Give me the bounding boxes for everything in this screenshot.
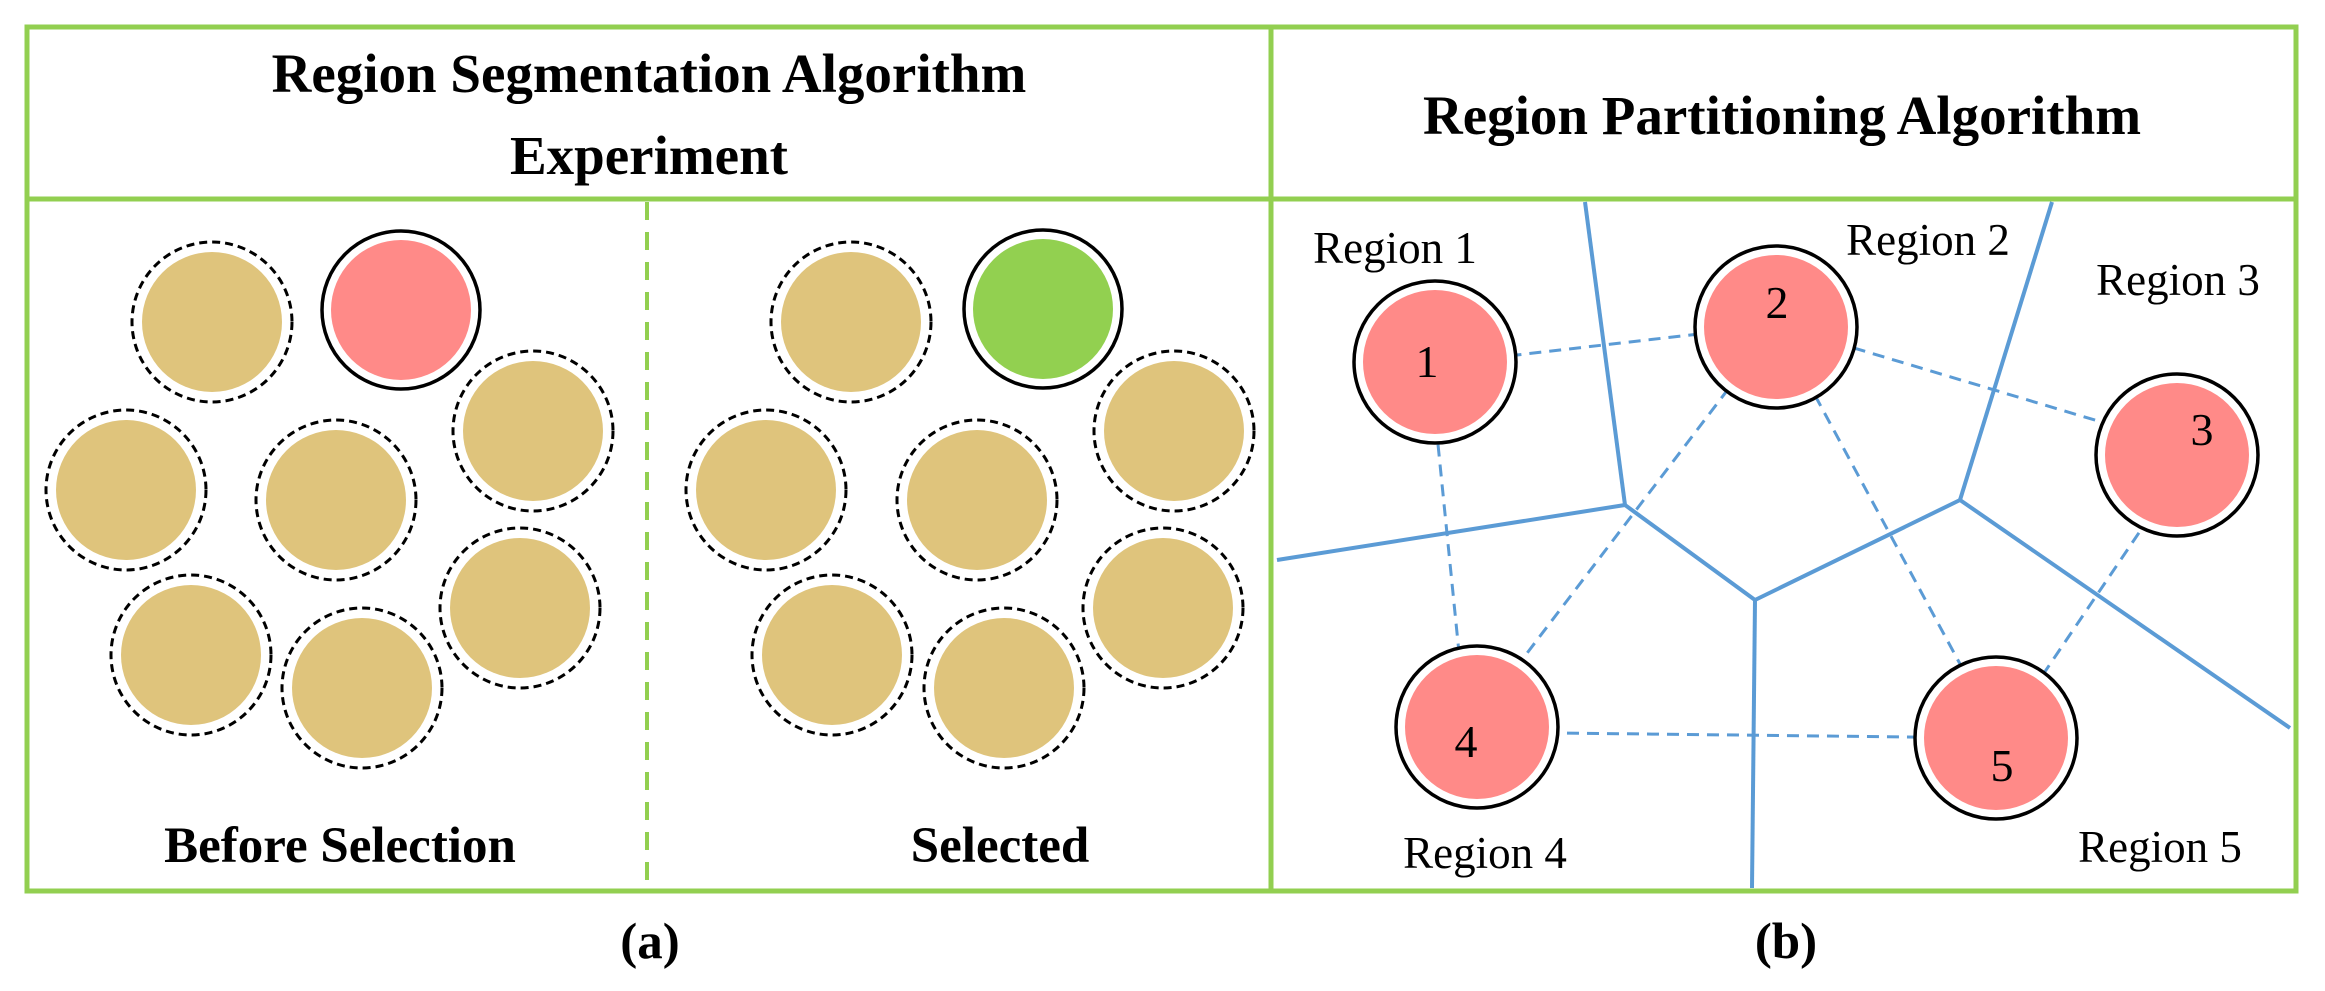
candidate-region (1092, 349, 1256, 513)
candidate-region (750, 573, 914, 737)
region-label-2: Region 2 (1846, 215, 2010, 265)
candidate-region-fill (696, 420, 836, 560)
candidate-region-fill (1104, 361, 1244, 501)
node-fill (1363, 290, 1507, 434)
candidate-region-fill (56, 420, 196, 560)
candidate-region-fill (781, 252, 921, 392)
candidate-region-fill (292, 618, 432, 758)
candidate-region-fill (1093, 538, 1233, 678)
candidate-region (438, 526, 602, 690)
candidate-region (254, 418, 418, 582)
region-node-5: 5 (1913, 655, 2079, 821)
panel-a-title-line2: Experiment (510, 125, 789, 186)
region-boundaries (1276, 201, 2292, 889)
candidate-region (44, 408, 208, 572)
node-number: 5 (1991, 740, 2014, 791)
node-fill (1405, 655, 1549, 799)
candidate-region (922, 606, 1086, 770)
node-fill (2105, 383, 2249, 527)
region-label-1: Region 1 (1313, 223, 1477, 273)
candidate-region-fill (762, 585, 902, 725)
candidate-region (769, 240, 933, 404)
node-number: 4 (1455, 716, 1478, 767)
region-node-1: 1 (1352, 279, 1518, 445)
candidate-region-fill (121, 585, 261, 725)
candidate-region (684, 408, 848, 572)
region-label-5: Region 5 (2078, 822, 2242, 872)
node-number: 1 (1416, 336, 1439, 387)
boundary-line (1583, 201, 1627, 506)
candidate-region (1081, 526, 1245, 690)
caption-a: (a) (620, 914, 679, 970)
candidate-region (451, 349, 615, 513)
figure-frame (24, 24, 2299, 894)
boundary-line (1750, 599, 1757, 889)
caption-b: (b) (1755, 914, 1817, 970)
region-node-3: 3 (2094, 372, 2260, 538)
candidate-region-fill (450, 538, 590, 678)
node-fill (1704, 255, 1848, 399)
outer-border (24, 24, 2299, 894)
boundary-line (1754, 498, 1961, 602)
highlighted-region-fill (331, 240, 471, 380)
selected-label: Selected (911, 818, 1089, 874)
candidate-region-fill (463, 361, 603, 501)
boundary-line (1958, 201, 2054, 501)
region-node-2: 2 (1693, 244, 1859, 410)
candidate-region-fill (266, 430, 406, 570)
region-label-3: Region 3 (2096, 255, 2260, 305)
selected-region-fill (973, 239, 1113, 379)
region-label-4: Region 4 (1403, 828, 1567, 878)
boundary-line (1623, 503, 1757, 602)
panel-a-title-line1: Region Segmentation Algorithm (272, 43, 1027, 104)
highlighted-region (320, 229, 482, 391)
selected-group (684, 228, 1256, 770)
selected-region (962, 228, 1124, 390)
candidate-region-fill (907, 430, 1047, 570)
node-fill (1924, 666, 2068, 810)
region-node-4: 4 (1394, 644, 1560, 810)
candidate-region (130, 240, 294, 404)
candidate-region (280, 606, 444, 770)
before-selection-label: Before Selection (164, 818, 516, 874)
candidate-region (109, 573, 273, 737)
candidate-region-fill (934, 618, 1074, 758)
node-number: 2 (1766, 277, 1789, 328)
candidate-region (895, 418, 1059, 582)
boundary-line (1958, 498, 2292, 730)
candidate-region-fill (142, 252, 282, 392)
boundary-line (1276, 503, 1626, 562)
node-number: 3 (2191, 404, 2214, 455)
panel-b-title: Region Partitioning Algorithm (1423, 85, 2141, 146)
before-selection-group (44, 229, 615, 770)
